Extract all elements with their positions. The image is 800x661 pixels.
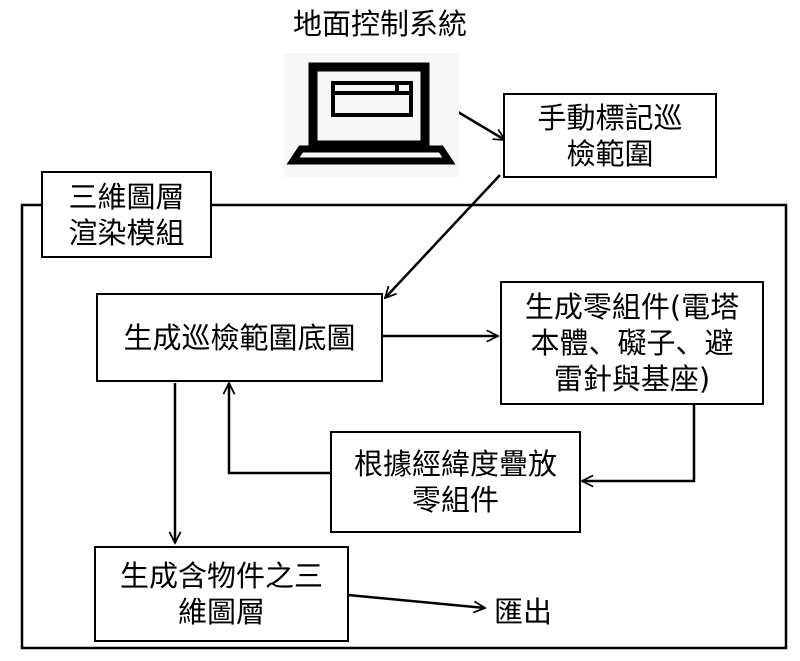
placement-box: 根據經緯度疊放 零組件 [330,431,581,533]
placement-line-2: 零組件 [411,483,499,517]
components-line-1: 生成零組件(電塔 [524,290,740,324]
ground-control-title: 地面控制系統 [292,7,467,41]
manual-mark-line-2: 檢範圍 [566,136,654,171]
module-label-line-2: 渲染模組 [68,215,185,250]
export-label: 匯出 [494,595,553,629]
components-line-2: 本體、礙子、避 [530,326,734,360]
layer-box: 生成含物件之三 維圖層 [94,546,349,642]
placement-line-1: 根據經緯度疊放 [353,447,557,481]
arrow-placement-to-basemap [229,383,330,475]
layer-line-2: 維圖層 [177,595,265,629]
arrow-layer-to-export [347,593,485,608]
manual-mark-box: 手動標記巡 檢範圍 [503,93,717,178]
module-label-line-1: 三維圖層 [68,179,185,214]
components-line-3: 雷針與基座) [553,362,711,396]
components-box: 生成零組件(電塔 本體、礙子、避 雷針與基座) [500,281,764,405]
arrow-laptop-to-manual [457,110,505,142]
base-map-box: 生成巡檢範圍底圖 [96,293,383,382]
render-module-frame [20,203,788,650]
layer-line-1: 生成含物件之三 [119,559,323,593]
base-map-line-1: 生成巡檢範圍底圖 [123,320,356,355]
arrow-manual-to-basemap [385,174,501,298]
laptop-icon [283,53,459,177]
manual-mark-line-1: 手動標記巡 [537,100,683,135]
arrow-components-to-placement [582,404,696,481]
render-module-label: 三維圖層 渲染模組 [41,171,212,258]
